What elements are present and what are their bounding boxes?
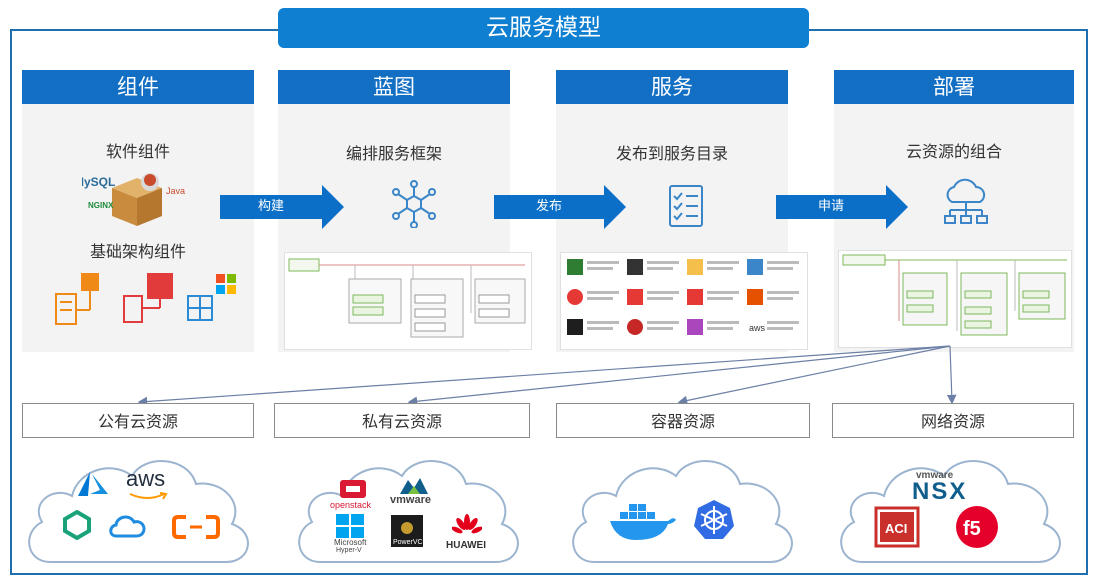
checklist-icon <box>664 182 708 230</box>
qingcloud-icon <box>63 510 91 540</box>
page-title: 云服务模型 <box>278 8 809 48</box>
huawei-icon <box>452 514 482 534</box>
java-logo: Java <box>166 186 185 196</box>
huawei-logo: HUAWEI <box>446 540 486 551</box>
panel-header: 组件 <box>22 70 254 104</box>
arrowhead <box>886 185 908 229</box>
kubernetes-icon <box>694 500 734 539</box>
software-components-label: 软件组件 <box>105 142 170 161</box>
aws-smile-icon <box>129 492 168 500</box>
vmware-logo: vmware <box>916 470 954 481</box>
nginx-logo: NGINX <box>88 201 114 210</box>
powervc-icon: PowerVC <box>391 515 423 547</box>
openstack-logo: openstack <box>330 500 372 510</box>
svg-text:aws: aws <box>749 323 766 333</box>
infrastructure-icons <box>52 270 242 330</box>
cisco-aci-icon: ACI <box>874 506 920 548</box>
panel-header: 蓝图 <box>278 70 510 104</box>
tencent-cloud-icon <box>109 515 146 538</box>
panel-service: 服务 发布到服务目录 aws <box>556 70 808 352</box>
microsoft-logo: Microsoft <box>334 538 367 547</box>
publish-arrow: 发布 <box>494 185 626 229</box>
f5-icon: f5 <box>956 506 998 548</box>
panel-components: 组件 软件组件 MySQL Java NGINX 基础架构组件 <box>22 70 254 352</box>
panel-header: 服务 <box>556 70 788 104</box>
container-resources-label: 容器资源 <box>556 403 810 438</box>
aliyun-icon <box>172 515 220 539</box>
private-cloud-shape <box>298 460 519 563</box>
publish-arrow-label: 发布 <box>494 195 604 219</box>
blueprint-subtitle: 编排服务框架 <box>345 144 442 163</box>
mysql-logo: MySQL <box>82 175 115 189</box>
nsx-logo: NSX <box>912 478 968 505</box>
infrastructure-components-label: 基础架构组件 <box>89 242 186 261</box>
build-arrow-label: 构建 <box>220 195 322 219</box>
software-package-icon: MySQL Java NGINX <box>74 164 192 232</box>
request-arrow: 申请 <box>776 185 908 229</box>
vmware-vsphere-icon <box>400 478 428 494</box>
blueprint-canvas-thumbnail <box>284 252 532 350</box>
arrowhead <box>604 185 626 229</box>
arrowhead <box>322 185 344 229</box>
vmware-logo: vmware <box>390 494 431 506</box>
public-cloud-shape <box>28 460 249 563</box>
windows-icon <box>336 514 364 538</box>
network-cloud-shape <box>840 460 1061 563</box>
service-catalog-thumbnail: aws <box>560 252 808 350</box>
private-cloud-resources-label: 私有云资源 <box>274 403 530 438</box>
hyperv-logo: Hyper-V <box>336 547 362 554</box>
build-arrow: 构建 <box>220 185 344 229</box>
powervc-logo: PowerVC <box>393 539 423 546</box>
request-arrow-label: 申请 <box>776 195 886 219</box>
openstack-icon <box>340 480 366 498</box>
azure-icon <box>78 472 108 496</box>
deployment-topology-thumbnail <box>838 250 1072 348</box>
deployment-subtitle: 云资源的组合 <box>905 142 1002 161</box>
f5-logo: f5 <box>963 518 981 540</box>
orchestration-hub-icon <box>390 180 438 229</box>
public-cloud-resources-label: 公有云资源 <box>22 403 254 438</box>
container-cloud-shape <box>572 460 793 563</box>
aci-logo: ACI <box>885 521 907 536</box>
service-subtitle: 发布到服务目录 <box>615 144 728 163</box>
panel-blueprint: 蓝图 编排服务框架 <box>278 70 532 352</box>
docker-icon <box>610 504 676 540</box>
aws-logo: aws <box>126 466 166 491</box>
panel-header: 部署 <box>834 70 1074 104</box>
network-resources-label: 网络资源 <box>832 403 1074 438</box>
cloud-network-icon <box>938 174 994 230</box>
